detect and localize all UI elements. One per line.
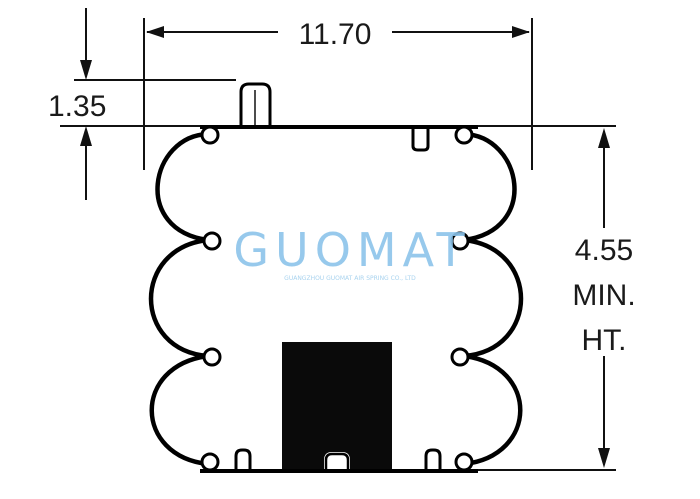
arrow-bottom-head — [598, 448, 610, 468]
watermark-subtitle: GUANGZHOU GUOMAT AIR SPRING CO., LTD — [284, 275, 416, 282]
arrow-up-head — [80, 126, 92, 146]
watermark-logo: GUOMAT GUANGZHOU GUOMAT AIR SPRING CO., … — [233, 223, 470, 282]
bead-top-right — [454, 125, 474, 145]
ring-upper-right — [450, 231, 470, 251]
arrow-right-head — [512, 26, 530, 38]
top-plate — [200, 125, 478, 152]
bead-bottom-right — [454, 452, 474, 472]
height-min-label: MIN. — [572, 279, 635, 312]
bead-top-left — [200, 125, 220, 145]
bead-bottom-left — [200, 452, 220, 472]
height-ht-label: HT. — [582, 324, 627, 357]
internal-bumper — [282, 342, 392, 470]
height-value-label: 4.55 — [575, 234, 633, 267]
arrow-left-head — [146, 26, 164, 38]
ring-upper-left — [202, 231, 222, 251]
watermark-brand: GUOMAT — [233, 223, 470, 277]
thread-dimension: 1.35 — [48, 8, 236, 200]
height-dimension: 4.55 MIN. HT. — [476, 125, 636, 471]
arrow-down-head — [80, 60, 92, 80]
width-dimension: 11.70 — [143, 18, 533, 170]
width-label: 11.70 — [299, 18, 372, 51]
girdle-rings — [200, 125, 474, 472]
thread-label: 1.35 — [48, 90, 106, 123]
arrow-top-head — [598, 128, 610, 148]
ring-lower-right — [450, 347, 470, 367]
bottom-plate — [200, 448, 478, 473]
top-stud — [239, 82, 272, 126]
ring-lower-left — [202, 347, 222, 367]
bellows-outline — [148, 131, 524, 467]
